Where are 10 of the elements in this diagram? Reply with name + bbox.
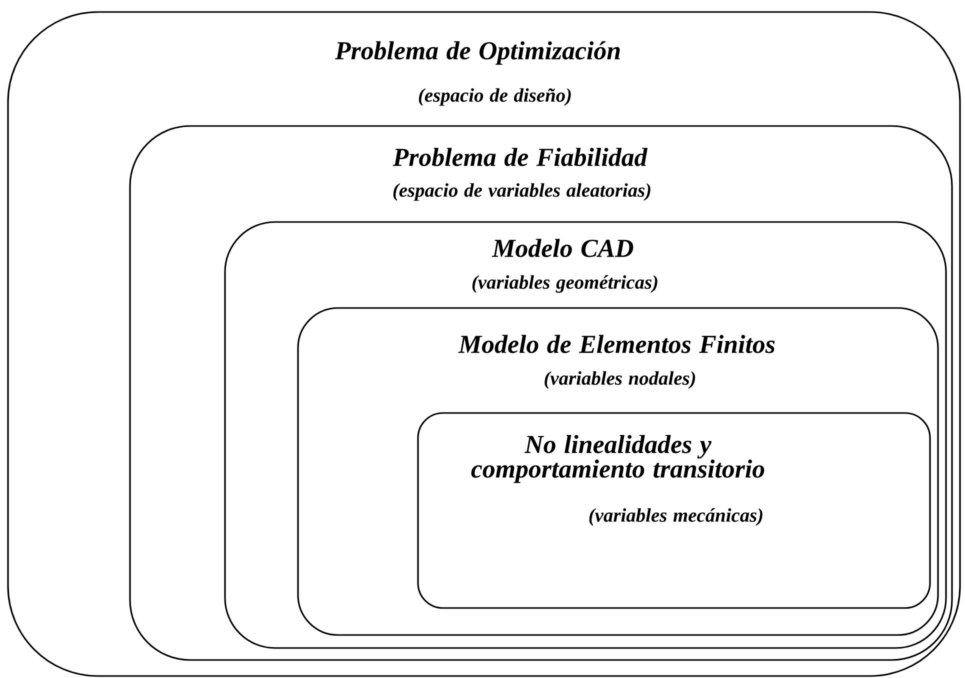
heading-text: Modelo de Elementos Finitos (458, 334, 775, 354)
subtitle-text: (variables nodales) (544, 371, 696, 389)
heading-text: Problema de Fiabilidad (392, 148, 648, 166)
subtitle-text: (espacio de diseño) (418, 88, 571, 106)
heading-text: Problema de Optimización (334, 41, 620, 65)
heading-text: No linealidades y comportamiento transitorio (471, 434, 764, 484)
heading-text: Modelo CAD (492, 238, 634, 258)
subtitle-text: (espacio de variables aleatorias) (393, 183, 650, 201)
subtitle-text: (variables mecánicas) (589, 508, 762, 526)
subtitle-text: (variables geométricas) (472, 275, 658, 293)
